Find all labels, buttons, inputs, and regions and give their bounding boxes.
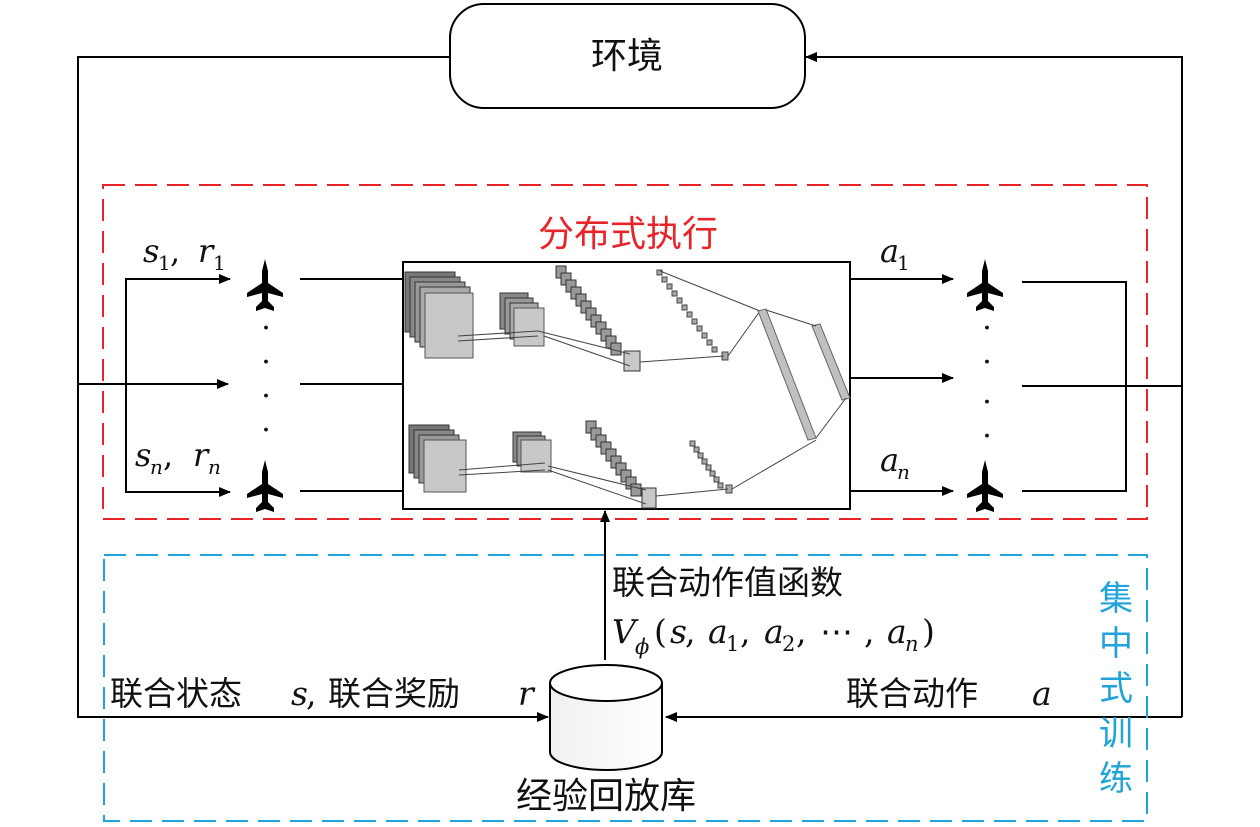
vf-V: V xyxy=(612,612,639,651)
s1-symbol: s xyxy=(143,232,159,270)
joint-state-prefix: 联合状态 xyxy=(110,674,242,713)
label-an: a n xyxy=(880,441,910,484)
centralized-char-1: 集 xyxy=(1099,579,1133,619)
right-dot-3: · xyxy=(982,385,992,420)
joint-action-a: a xyxy=(1032,674,1052,713)
rn-symbol: r xyxy=(193,436,210,474)
vf-comma-3: , xyxy=(796,612,807,651)
top-conv-stack-2 xyxy=(499,292,545,347)
centralized-training-title: 集 中 式 训 练 xyxy=(1099,579,1133,799)
left-dots: · · · · xyxy=(261,311,271,448)
right-dot-2: · xyxy=(982,345,992,380)
output-layer-bars xyxy=(757,308,851,441)
top-conv-stack-1 xyxy=(404,271,474,359)
an-symbol: a xyxy=(880,441,899,479)
value-function-label: 联合动作值函数 xyxy=(612,563,843,602)
left-dot-2: · xyxy=(261,345,271,380)
bottom-conv-stack-1 xyxy=(408,424,467,493)
joint-action-label: 联合动作 a xyxy=(846,674,1052,713)
distributed-execution-box xyxy=(102,184,1148,520)
vf-ellipsis: ⋯ xyxy=(820,612,853,651)
aircraft-icon-right-bottom xyxy=(967,460,1003,512)
joint-action-prefix: 联合动作 xyxy=(846,674,978,713)
a1-symbol: a xyxy=(880,232,899,270)
centralized-char-4: 训 xyxy=(1099,714,1133,754)
environment-label: 环境 xyxy=(591,36,663,77)
label-a1: a 1 xyxy=(880,232,910,275)
s1-subscript: 1 xyxy=(158,251,171,275)
an-subscript: n xyxy=(897,460,910,484)
joint-reward-prefix: 联合奖励 xyxy=(328,674,460,713)
vf-close: ) xyxy=(922,612,935,651)
left-branch-top xyxy=(125,274,231,384)
top-connections xyxy=(457,270,761,367)
vf-a1: a xyxy=(708,612,728,651)
bottom-conv-stack-2 xyxy=(512,431,552,473)
vf-a2-sub: 2 xyxy=(782,632,795,656)
aircraft-icon-left-bottom xyxy=(247,460,283,512)
left-dot-1: · xyxy=(261,311,271,346)
neural-network-illustration xyxy=(404,265,851,509)
right-dot-4: · xyxy=(982,419,992,454)
left-dot-3: · xyxy=(261,379,271,414)
label-sn-rn: s n , r n xyxy=(135,436,221,479)
label-s1-r1: s 1 , r 1 xyxy=(143,232,226,275)
distributed-execution-title: 分布式执行 xyxy=(538,214,718,255)
aircraft-icon-left-top xyxy=(247,259,283,311)
sn-symbol: s xyxy=(135,436,151,474)
left-dot-4: · xyxy=(261,413,271,448)
replay-buffer-cylinder-icon xyxy=(549,664,663,771)
value-function-formula: V ϕ ( s , a 1 , a 2 , ⋯ , a n ) xyxy=(612,612,935,659)
vf-V-sub: ϕ xyxy=(635,635,649,659)
r1-subscript: 1 xyxy=(213,251,226,275)
right-to-env-line xyxy=(805,52,1183,717)
joint-state-s: s xyxy=(291,674,308,713)
vf-comma-1: , xyxy=(685,612,696,651)
centralized-training-box xyxy=(103,554,1148,822)
joint-state-sep: , xyxy=(306,674,317,713)
output-connections xyxy=(765,309,847,439)
aircraft-icon-right-top xyxy=(967,259,1003,311)
sn-separator: , xyxy=(163,436,173,474)
s1-separator: , xyxy=(170,232,180,270)
joint-reward-r: r xyxy=(518,674,536,713)
centralized-char-2: 中 xyxy=(1099,624,1133,664)
joint-state-reward-label: 联合状态 s , 联合奖励 r xyxy=(110,674,536,713)
vf-an: a xyxy=(887,612,907,651)
centralized-char-3: 式 xyxy=(1099,669,1133,709)
vf-comma-4: , xyxy=(864,612,875,651)
rn-subscript: n xyxy=(208,455,221,479)
vf-open: ( xyxy=(654,612,667,651)
bottom-dense-layer xyxy=(689,440,733,494)
sn-subscript: n xyxy=(150,455,163,479)
a1-subscript: 1 xyxy=(897,251,910,275)
vf-an-sub: n xyxy=(905,632,919,656)
centralized-char-5: 练 xyxy=(1099,759,1133,799)
bottom-connections xyxy=(458,439,817,505)
r1-symbol: r xyxy=(198,232,215,270)
right-dots: · · · · xyxy=(982,311,992,454)
vf-s: s xyxy=(670,612,687,651)
bottom-conv-stack-3 xyxy=(585,420,657,509)
left-branch-bottom xyxy=(125,384,231,497)
replay-buffer-label: 经验回放库 xyxy=(516,776,696,817)
vf-comma-2: , xyxy=(740,612,751,651)
top-conv-stack-3 xyxy=(555,265,641,372)
right-dot-1: · xyxy=(982,311,992,346)
env-to-left-line xyxy=(77,56,549,722)
vf-a1-sub: 1 xyxy=(726,632,739,656)
vf-a2: a xyxy=(764,612,784,651)
